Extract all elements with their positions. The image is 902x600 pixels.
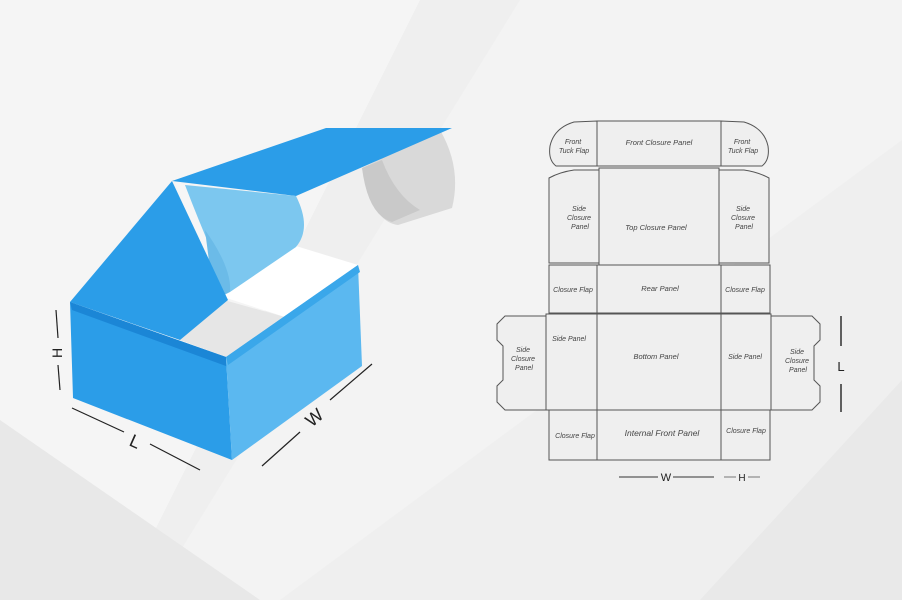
panel-bottom	[596, 313, 722, 411]
label-closure-flap-rear-left: Closure Flap	[553, 287, 593, 294]
panel-front-tuck-flap-right	[720, 120, 769, 167]
label-bottom-panel: Bottom Panel	[633, 352, 678, 361]
panel-side-closure-right	[770, 315, 821, 411]
box-left-side-panel	[70, 302, 232, 460]
label-front-tuck-flap-right: Front Tuck Flap	[728, 139, 758, 155]
label-front-tuck-flap-left: Front Tuck Flap	[559, 139, 589, 155]
label-closure-flap-rear-right: Closure Flap	[725, 287, 765, 294]
label-side-closure-top-left: Side Closure Panel	[567, 206, 593, 231]
panel-side-closure-left	[496, 315, 547, 411]
lid-top-panel	[172, 128, 452, 196]
lid-side-flap-shade	[205, 230, 231, 300]
dimension-w-marker	[261, 363, 373, 467]
panel-internal-front	[596, 409, 722, 461]
label-side-closure-left: Side Closure Panel	[511, 347, 537, 372]
panel-side-closure-top-left	[548, 169, 600, 264]
label-internal-front-panel: Internal Front Panel	[625, 428, 701, 438]
box-front-panel	[226, 265, 362, 460]
panel-side-left	[545, 313, 598, 411]
label-side-closure-top-right: Side Closure Panel	[731, 206, 757, 231]
panel-closure-flap-rear-right	[720, 264, 771, 314]
label-closure-flap-front-right: Closure Flap	[726, 428, 766, 435]
dimension-l-marker	[71, 407, 201, 471]
lid-side-flap	[185, 185, 304, 292]
panel-front-tuck-flap-left	[549, 120, 598, 167]
box-left-back-panel	[70, 181, 228, 340]
panel-closure-flap-front-left	[548, 409, 598, 461]
label-side-closure-right: Side Closure Panel	[785, 349, 811, 374]
label-closure-flap-front-left: Closure Flap	[555, 433, 595, 440]
dieline-dimension-w-label: W	[661, 472, 672, 484]
dimension-h-label: H	[49, 348, 65, 358]
label-rear-panel: Rear Panel	[641, 284, 679, 293]
label-side-panel-left: Side Panel	[552, 336, 586, 343]
panel-closure-flap-rear-left	[548, 264, 598, 314]
label-front-closure-panel: Front Closure Panel	[626, 138, 693, 147]
panel-closure-flap-front-right	[720, 409, 771, 461]
panel-side-right	[720, 313, 772, 411]
box-interior	[214, 246, 358, 318]
panel-top-closure	[598, 167, 720, 266]
panel-front-closure	[596, 120, 722, 167]
panel-side-closure-top-right	[718, 169, 770, 264]
label-top-closure-panel: Top Closure Panel	[625, 223, 687, 232]
dimension-h-marker	[55, 309, 61, 391]
label-side-panel-right: Side Panel	[728, 354, 762, 361]
lid-inner-curl-highlight	[362, 160, 420, 222]
box-left-side-rim	[70, 302, 226, 366]
dieline-labels: Front Tuck Flap Front Closure Panel Fron…	[511, 138, 811, 440]
box-front-panel-rim	[226, 265, 360, 365]
dieline-dimension-h-label: H	[738, 473, 745, 484]
dieline-dimension-l-label: L	[837, 359, 844, 374]
